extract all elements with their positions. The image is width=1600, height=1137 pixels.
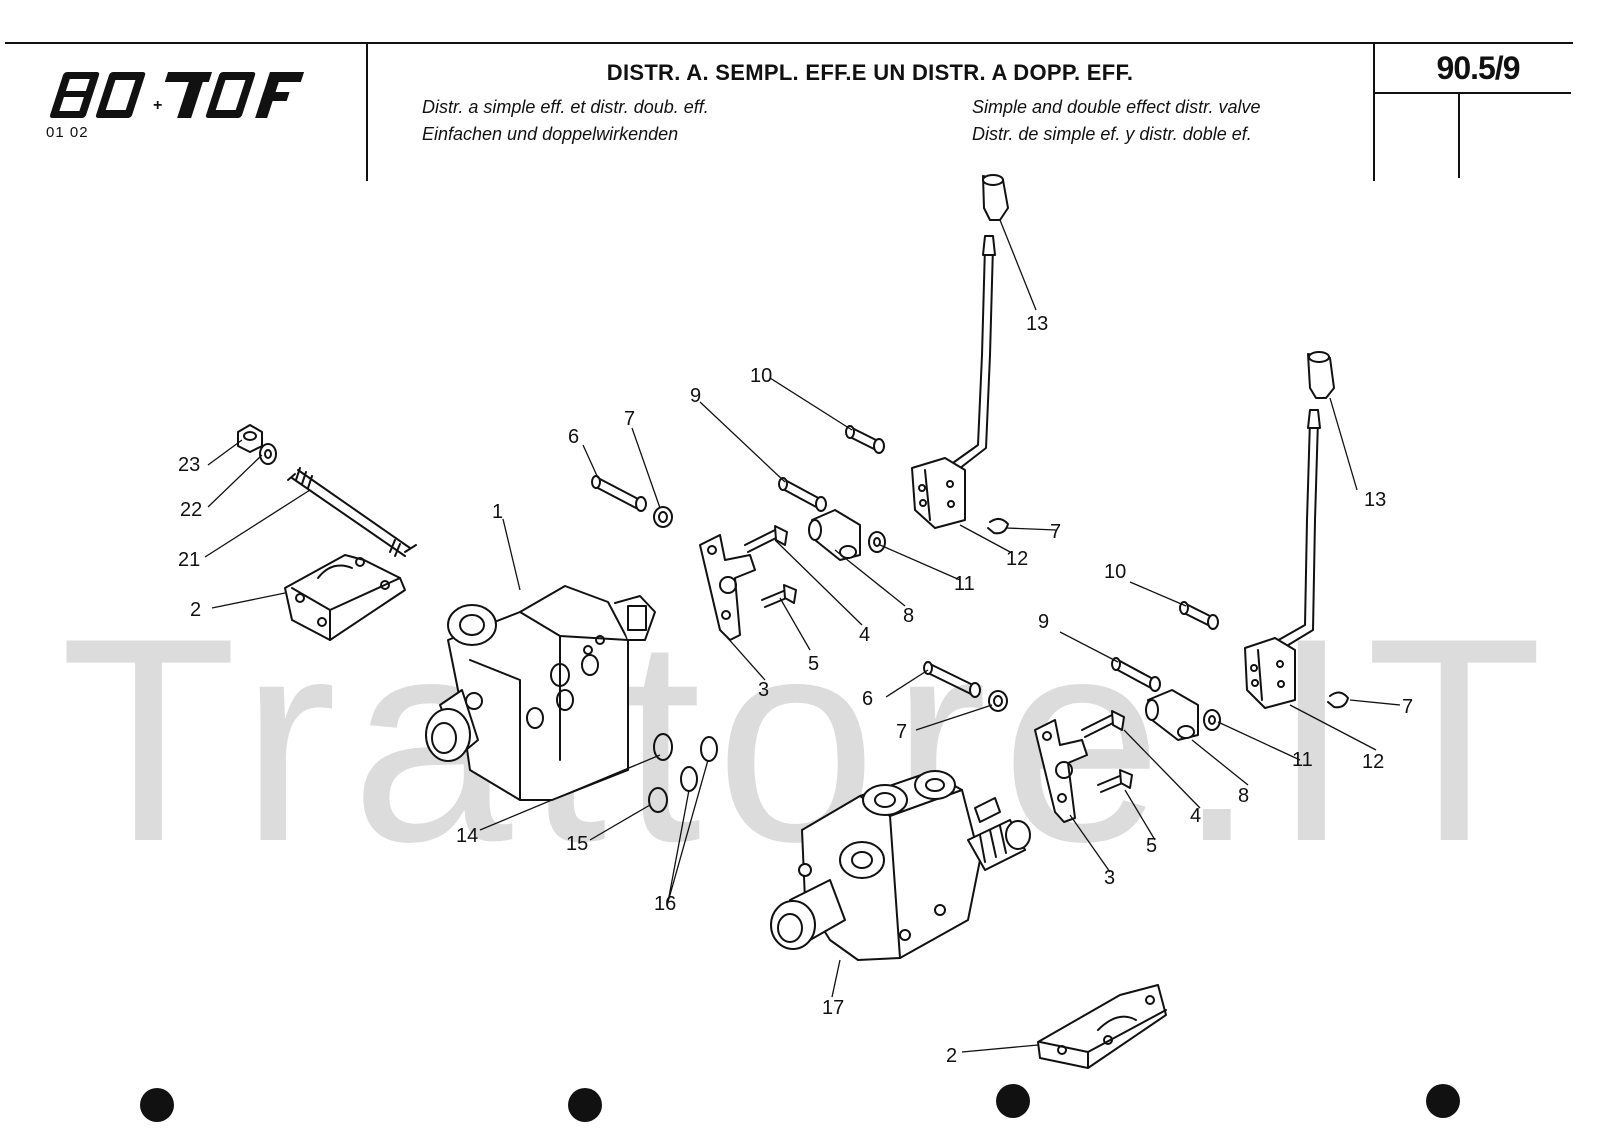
o-rings [648, 733, 718, 813]
binder-hole-4 [1426, 1084, 1460, 1118]
callout-1: 1 [492, 501, 503, 523]
edition-code: 01 02 [46, 124, 89, 141]
binder-hole-1 [140, 1088, 174, 1122]
callout-14: 14 [456, 825, 478, 847]
svg-text:+: + [153, 97, 162, 114]
callout-23: 23 [178, 454, 200, 476]
left-bolts [744, 525, 797, 608]
callout-4-right: 4 [1190, 805, 1201, 827]
callout-11-right: 11 [1292, 749, 1313, 771]
callout-15: 15 [566, 833, 588, 855]
top-border [5, 42, 1573, 44]
callout-7-right-b: 7 [1402, 696, 1413, 718]
mounting-bracket-left [284, 554, 406, 641]
page-number-underline [1375, 92, 1571, 94]
stud-bolt [287, 467, 417, 557]
right-control-lever [1244, 351, 1335, 709]
callout-3-left: 3 [758, 679, 769, 701]
callout-10-right: 10 [1104, 561, 1126, 583]
left-mount-plate [699, 534, 756, 641]
callout-21: 21 [178, 549, 200, 571]
callout-16: 16 [654, 893, 676, 915]
callout-8-right: 8 [1238, 785, 1249, 807]
callout-10-left: 10 [750, 365, 772, 387]
binder-hole-2 [568, 1088, 602, 1122]
callout-7-left-b: 7 [1050, 521, 1061, 543]
callout-3-right: 3 [1104, 867, 1115, 889]
subtitle-english: Simple and double effect distr. valve [972, 97, 1261, 117]
callout-9-right: 9 [1038, 611, 1049, 633]
page-title: DISTR. A. SEMPL. EFF.E UN DISTR. A DOPP.… [606, 60, 1134, 85]
callout-13-left: 13 [1026, 313, 1048, 335]
leader-lines [204, 219, 1401, 1053]
callout-2-left: 2 [190, 599, 201, 621]
callout-8-left: 8 [903, 605, 914, 627]
right-mount-plate [1034, 719, 1088, 823]
callout-6-left: 6 [568, 426, 579, 448]
right-linkage-hardware [923, 601, 1349, 741]
callout-4-left: 4 [859, 624, 870, 646]
callout-22: 22 [180, 499, 202, 521]
washer-22 [259, 443, 277, 465]
page-number: 90.5/9 [1436, 50, 1521, 86]
right-bolts [1081, 710, 1133, 793]
callout-13-right: 13 [1364, 489, 1386, 511]
callout-5-left: 5 [808, 653, 819, 675]
model-logo: + [49, 72, 305, 118]
callout-17: 17 [822, 997, 844, 1019]
callout-5-right: 5 [1146, 835, 1157, 857]
callout-12-right: 12 [1362, 751, 1384, 773]
header-divider-right [1373, 44, 1375, 181]
mounting-bracket-right [1037, 984, 1167, 1069]
callout-2-right: 2 [946, 1045, 957, 1067]
valve-body-double-effect [770, 770, 1031, 961]
left-control-lever [911, 174, 1009, 535]
callout-6-right: 6 [862, 688, 873, 710]
callout-7-right-a: 7 [896, 721, 907, 743]
binder-hole-3 [996, 1084, 1030, 1118]
callout-12-left: 12 [1006, 548, 1028, 570]
callout-7-left-a: 7 [624, 408, 635, 430]
callout-9-left: 9 [690, 385, 701, 407]
valve-body-single-effect [425, 585, 656, 801]
left-linkage-hardware [591, 425, 886, 561]
callout-11-left: 11 [954, 573, 975, 595]
header-divider-left [366, 44, 368, 181]
subtitle-french: Distr. a simple eff. et distr. doub. eff… [422, 97, 709, 117]
subtitle-german: Einfachen und doppelwirkenden [422, 124, 679, 144]
subtitle-spanish: Distr. de simple ef. y distr. doble ef. [972, 124, 1252, 144]
page-number-box-divider [1458, 94, 1460, 178]
nut-23 [237, 424, 263, 453]
